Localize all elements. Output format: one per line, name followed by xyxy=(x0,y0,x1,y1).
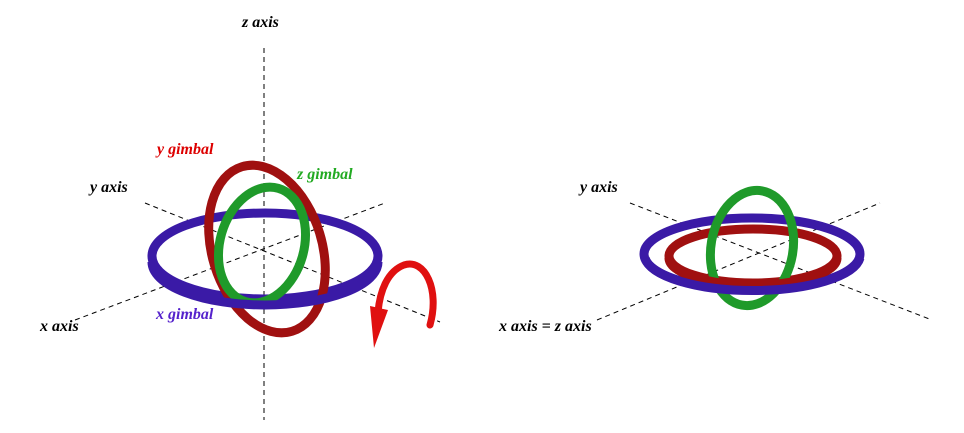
z-gimbal-label: z gimbal xyxy=(296,166,353,183)
left-panel: z axis y axis x axis y gimbal z gimbal x… xyxy=(39,14,441,420)
right-x-gimbal-ring-front xyxy=(640,256,865,296)
right-x-axis-line xyxy=(596,202,881,321)
left-y-axis-label: y axis xyxy=(88,179,128,196)
left-x-axis-line xyxy=(74,202,386,321)
right-z-gimbal-ring xyxy=(705,185,799,311)
y-gimbal-ring xyxy=(204,160,330,338)
right-y-axis-label: y axis xyxy=(578,179,618,196)
left-y-axis-line xyxy=(144,202,441,323)
x-gimbal-ring xyxy=(147,208,383,304)
x-gimbal-ring-front xyxy=(147,261,383,310)
left-z-axis-label: z axis xyxy=(241,14,279,31)
left-x-axis-label: x axis xyxy=(39,318,79,335)
right-y-gimbal-ring-front xyxy=(664,257,842,290)
curved-arrow-icon xyxy=(370,260,437,348)
right-panel: y axis x axis = z axis xyxy=(498,179,933,335)
y-gimbal-label: y gimbal xyxy=(155,141,214,158)
right-x-axis-label: x axis = z axis xyxy=(498,318,592,335)
x-gimbal-label: x gimbal xyxy=(155,306,214,323)
